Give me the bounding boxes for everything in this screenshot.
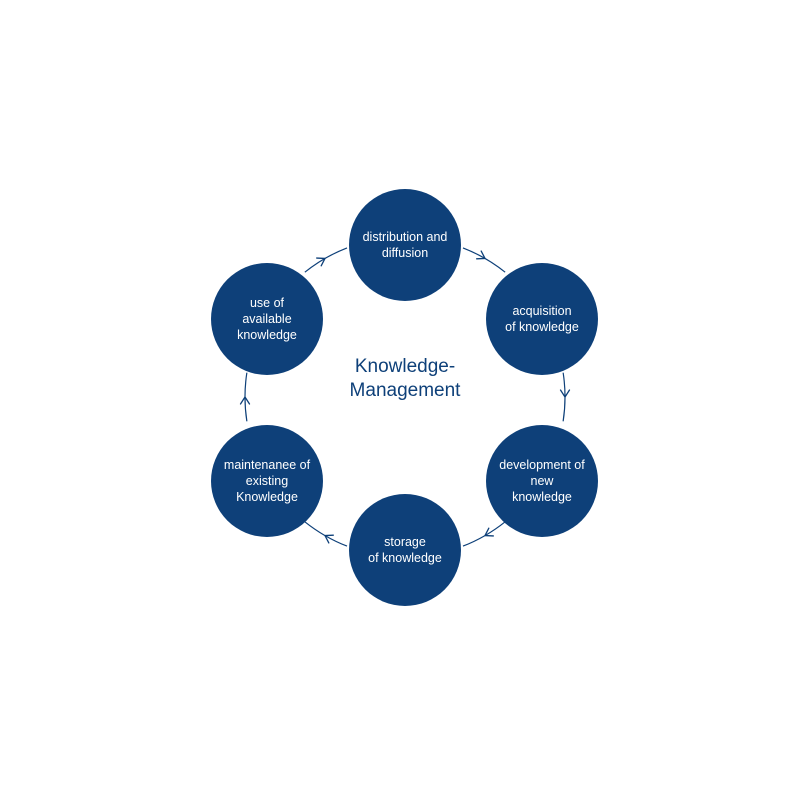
- node-maintenance-of-existing-knowledge: maintenanee of existing Knowledge: [211, 425, 323, 537]
- node-storage-of-knowledge: storage of knowledge: [349, 494, 461, 606]
- node-label: development of new knowledge: [499, 458, 585, 504]
- node-label: use of available knowledge: [237, 296, 297, 342]
- arrowhead-icon: [239, 396, 251, 405]
- connector-arc: [304, 247, 348, 273]
- diagram-title: Knowledge- Management: [349, 356, 461, 401]
- arrowhead-icon: [559, 389, 571, 398]
- node-development-of-new-knowledge: development of new knowledge: [486, 425, 598, 537]
- node-label: acquisition of knowledge: [505, 304, 579, 334]
- arrowhead-icon: [484, 527, 494, 537]
- node-label: maintenanee of existing Knowledge: [223, 458, 311, 504]
- arrowhead-icon: [324, 534, 334, 544]
- arrowhead-icon: [316, 257, 326, 267]
- node-acquisition-of-knowledge: acquisition of knowledge: [486, 263, 598, 375]
- node-label: storage of knowledge: [368, 535, 442, 565]
- node-distribution-and-diffusion: distribution and diffusion: [349, 189, 461, 301]
- connector-arc: [462, 247, 506, 273]
- node-use-of-available-knowledge: use of available knowledge: [211, 263, 323, 375]
- connector-arc: [462, 521, 506, 547]
- node-label: distribution and diffusion: [362, 230, 448, 260]
- connector-arc: [304, 521, 348, 547]
- arrowhead-icon: [476, 250, 486, 260]
